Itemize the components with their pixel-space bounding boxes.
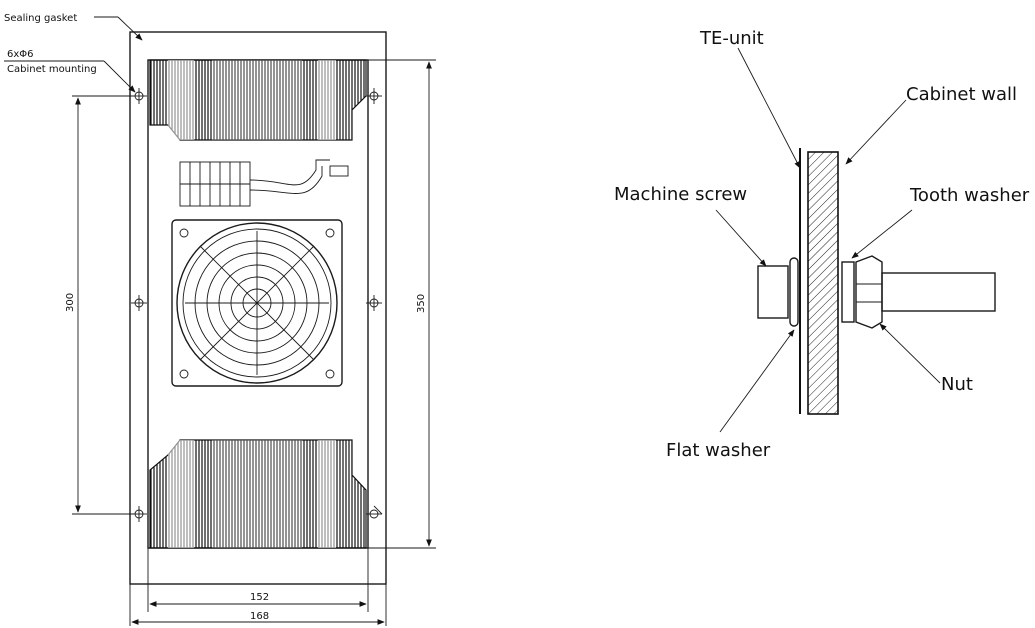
bottom-heatsink [149, 439, 367, 549]
cabinet-mounting-label: Cabinet mounting [7, 64, 97, 75]
sealing-gasket-label: Sealing gasket [4, 13, 77, 24]
cabinet-wall-label: Cabinet wall [906, 84, 1017, 105]
terminal-block [179, 159, 349, 207]
tooth-washer-label: Tooth washer [909, 185, 1030, 206]
flat-washer [789, 257, 799, 327]
dimension-168: 168 [250, 611, 269, 622]
tooth-washer [841, 261, 855, 323]
mount-spec-label: 6xΦ6 [7, 49, 34, 60]
nut [855, 255, 883, 329]
top-heatsink [149, 59, 367, 141]
mounting-holes [131, 88, 383, 522]
screw-shaft [881, 272, 996, 312]
front-view: Sealing gasket 6xΦ6 Cabinet mounting 300… [4, 13, 436, 626]
dimension-152: 152 [250, 592, 269, 603]
dimension-300: 300 [65, 293, 76, 312]
nut-label: Nut [941, 374, 973, 395]
machine-screw-label: Machine screw [614, 184, 747, 205]
cabinet-wall-section [807, 151, 839, 415]
dimension-350: 350 [416, 294, 427, 313]
flat-washer-label: Flat washer [666, 440, 771, 461]
te-unit-label: TE-unit [699, 28, 764, 49]
sealing-gasket-outline [129, 31, 387, 585]
fan-assembly [171, 219, 343, 387]
mounting-section-view: TE-unit Cabinet wall Machine screw Tooth… [614, 28, 1030, 461]
machine-screw-head [757, 265, 789, 319]
